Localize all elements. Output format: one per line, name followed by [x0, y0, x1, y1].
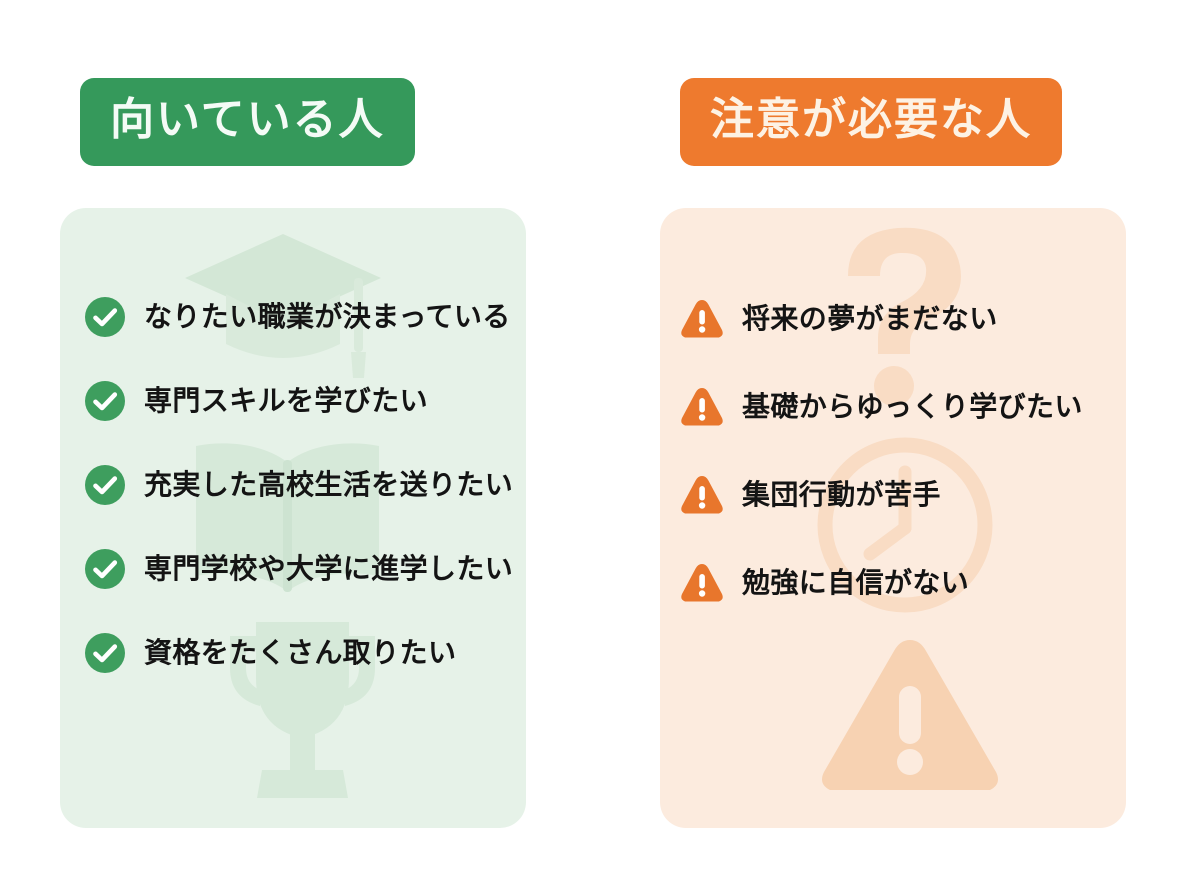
check-circle-icon [85, 465, 125, 505]
list-item: 勉強に自信がない [680, 562, 1126, 604]
warning-triangle-icon [681, 388, 723, 426]
list-item: 充実した高校生活を送りたい [84, 464, 526, 506]
list-item: 資格をたくさん取りたい [84, 632, 526, 674]
list-item: 専門学校や大学に進学したい [84, 548, 526, 590]
suited-header-label: 向いている人 [110, 95, 385, 144]
list-item: 専門スキルを学びたい [84, 380, 526, 422]
list-item-label: 充実した高校生活を送りたい [144, 469, 514, 501]
caution-column: 注意が必要な人 [660, 0, 1140, 896]
list-item: 基礎からゆっくり学びたい [680, 386, 1126, 428]
list-item-label: 専門スキルを学びたい [144, 385, 429, 417]
list-item-label: 将来の夢がまだない [742, 303, 998, 335]
list-item-label: 基礎からゆっくり学びたい [742, 391, 1083, 423]
warning-triangle-icon [681, 564, 723, 602]
warning-triangle-icon [681, 476, 723, 514]
warning-triangle-icon [822, 640, 998, 790]
caution-header-label: 注意が必要な人 [710, 95, 1032, 144]
suited-list: なりたい職業が決まっている 専門スキルを学びたい [60, 208, 526, 674]
list-item-label: 集団行動が苦手 [742, 479, 941, 511]
list-item-label: なりたい職業が決まっている [144, 301, 511, 333]
suited-header-badge: 向いている人 [80, 78, 415, 166]
caution-panel: 将来の夢がまだない 基礎からゆっくり学びたい [660, 208, 1126, 828]
check-circle-icon [85, 549, 125, 589]
check-circle-icon [85, 633, 125, 673]
list-item-label: 資格をたくさん取りたい [144, 637, 457, 669]
list-item: 集団行動が苦手 [680, 474, 1126, 516]
warning-triangle-icon [681, 300, 723, 338]
caution-list: 将来の夢がまだない 基礎からゆっくり学びたい [660, 208, 1126, 604]
list-item: なりたい職業が決まっている [84, 296, 526, 338]
list-item: 将来の夢がまだない [680, 298, 1126, 340]
suited-panel: なりたい職業が決まっている 専門スキルを学びたい [60, 208, 526, 828]
suited-column: 向いている人 [60, 0, 540, 896]
list-item-label: 勉強に自信がない [742, 567, 970, 599]
check-circle-icon [85, 381, 125, 421]
list-item-label: 専門学校や大学に進学したい [144, 553, 514, 585]
caution-header-badge: 注意が必要な人 [680, 78, 1062, 166]
check-circle-icon [85, 297, 125, 337]
